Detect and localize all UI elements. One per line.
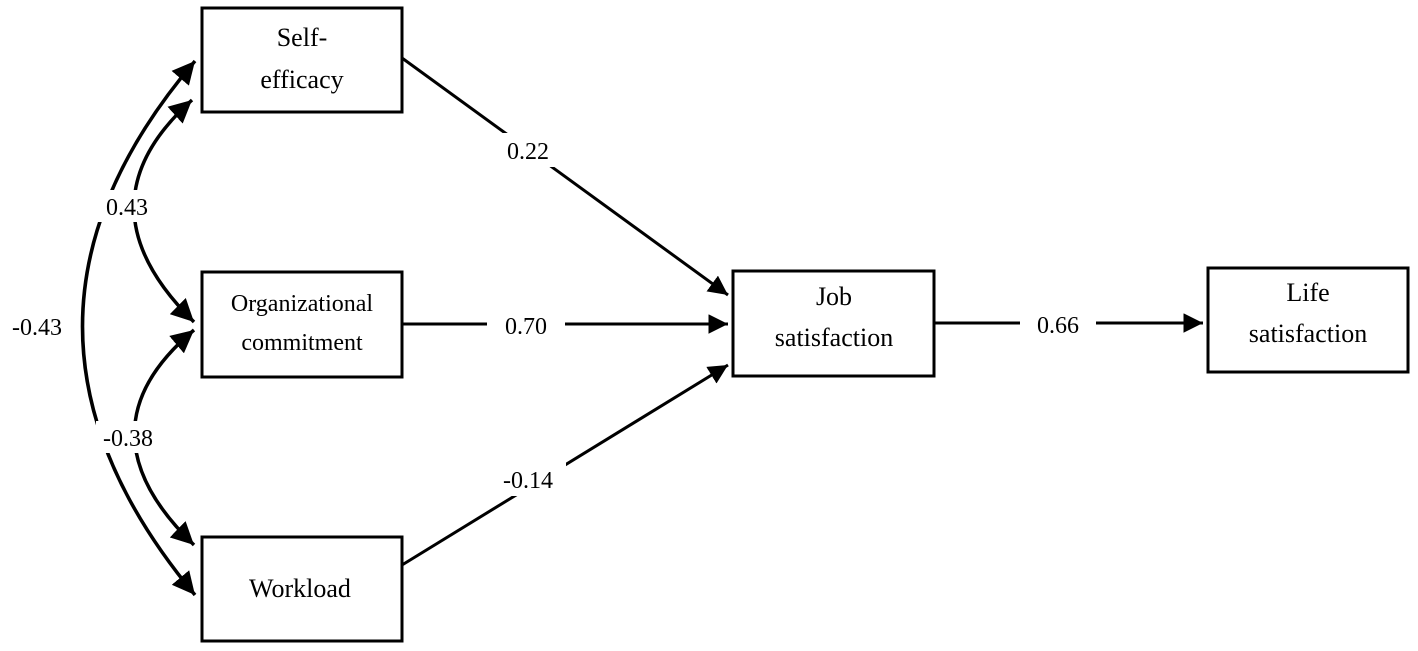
node-organizational-commitment: Organizational commitment bbox=[200, 270, 404, 379]
coef-text-0-66: 0.66 bbox=[1037, 313, 1079, 339]
node-label-line-1: Organizational bbox=[231, 291, 374, 317]
node-label-line-2: satisfaction bbox=[1249, 319, 1367, 348]
coefficient-job-to-life: 0.66 bbox=[1020, 308, 1096, 340]
covariance-label-org-commitment-workload: -0.38 bbox=[96, 421, 160, 453]
node-life-satisfaction: Life satisfaction bbox=[1206, 266, 1410, 374]
covariance-label-self-efficacy-workload: -0.43 bbox=[2, 310, 72, 344]
node-label-line-2: satisfaction bbox=[775, 323, 893, 352]
node-label-line-2: commitment bbox=[241, 330, 363, 356]
coef-text-0-22: 0.22 bbox=[507, 139, 549, 165]
coefficient-workload-to-job: -0.14 bbox=[490, 462, 566, 496]
node-label-line-1: Job bbox=[816, 282, 852, 311]
node-self-efficacy: Self- efficacy bbox=[200, 6, 404, 114]
cov-text-neg-0-38: -0.38 bbox=[103, 426, 153, 452]
covariance-label-self-efficacy-org-commitment: 0.43 bbox=[98, 190, 156, 222]
coef-text-0-70: 0.70 bbox=[505, 314, 547, 340]
coefficient-self-efficacy-to-job: 0.22 bbox=[492, 133, 564, 167]
node-label-line-2: efficacy bbox=[260, 65, 343, 94]
node-label: Workload bbox=[249, 574, 351, 603]
node-label-line-1: Life bbox=[1286, 278, 1329, 307]
cov-text-0-43: 0.43 bbox=[106, 195, 148, 221]
path-self-efficacy-to-job-satisfaction bbox=[401, 56, 729, 297]
cov-text-neg-0-43: -0.43 bbox=[12, 315, 62, 341]
node-job-satisfaction: Job satisfaction bbox=[731, 269, 936, 378]
node-label-line-1: Self- bbox=[277, 23, 328, 52]
node-workload: Workload bbox=[200, 535, 404, 643]
coef-text-neg-0-14: -0.14 bbox=[503, 468, 553, 494]
covariance-arc-self-efficacy-workload bbox=[80, 59, 197, 597]
coefficient-org-commitment-to-job: 0.70 bbox=[487, 309, 565, 341]
